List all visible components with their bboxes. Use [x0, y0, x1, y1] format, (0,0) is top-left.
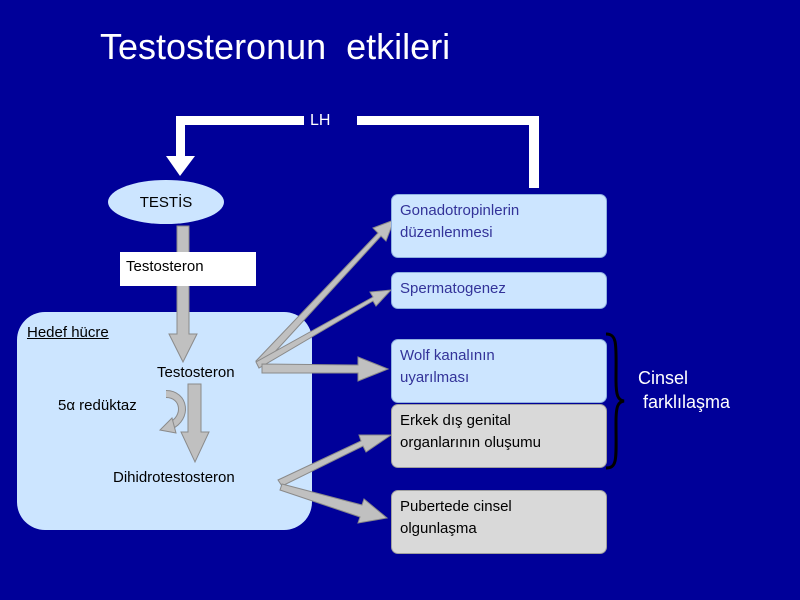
arrow-testosteron-to-dht: [180, 383, 210, 464]
effect-box-erkek-genital: Erkek dış genital organlarının oluşumu: [391, 404, 607, 468]
reductase-curved-arrow: [158, 390, 186, 434]
lh-feedback-loop: [166, 116, 539, 188]
lh-arrowhead: [166, 156, 195, 176]
effect-line: uyarılması: [400, 369, 470, 386]
dht-label: Dihidrotestosteron: [113, 469, 235, 486]
target-cell: [17, 312, 312, 530]
testis-node: TESTİS: [108, 180, 224, 224]
testis-label: TESTİS: [139, 193, 193, 211]
reductase-label: 5α redüktaz: [58, 397, 137, 414]
arrow-to-gonadotropin: [255, 219, 395, 367]
lh-loop-left-top: [176, 116, 304, 125]
arrow-to-puberte: [279, 483, 389, 524]
effect-line: Erkek dış genital: [400, 412, 511, 429]
effect-box-wolf: Wolf kanalının uyarılması: [391, 339, 607, 403]
effect-line: Wolf kanalının: [400, 347, 495, 364]
lh-label: LH: [310, 112, 331, 129]
slide-title: Testosteronun etkileri: [100, 26, 451, 67]
effect-box-puberte: Pubertede cinsel olgunlaşma: [391, 490, 607, 554]
arrow-to-erkek-genital: [277, 434, 393, 487]
effect-line: Pubertede cinsel: [400, 498, 512, 515]
lh-loop-left-down: [176, 116, 185, 160]
effect-line: Spermatogenez: [400, 280, 506, 297]
cinsel-farklilasma-label: Cinsel farklılaşma: [638, 368, 731, 412]
testosteron-box: Testosteron: [120, 252, 256, 286]
bracket-cinsel: [605, 332, 625, 470]
arrow-to-spermatogenez: [255, 289, 393, 369]
arrow-to-wolf: [261, 356, 390, 382]
lh-loop-right-top: [357, 116, 539, 125]
effect-line: organlarının oluşumu: [400, 434, 541, 451]
effect-line: düzenlenmesi: [400, 224, 493, 241]
effect-line: olgunlaşma: [400, 520, 477, 537]
arrow-testis-to-cell: [168, 225, 198, 364]
cell-testosteron-label: Testosteron: [157, 364, 235, 381]
target-cell-label: Hedef hücre: [27, 324, 109, 341]
effect-line: Gonadotropinlerin: [400, 202, 520, 219]
effect-box-gonadotropin: Gonadotropinlerin düzenlenmesi: [391, 194, 607, 258]
effect-box-spermatogenez: Spermatogenez: [391, 272, 607, 309]
lh-loop-right-down: [529, 116, 539, 188]
